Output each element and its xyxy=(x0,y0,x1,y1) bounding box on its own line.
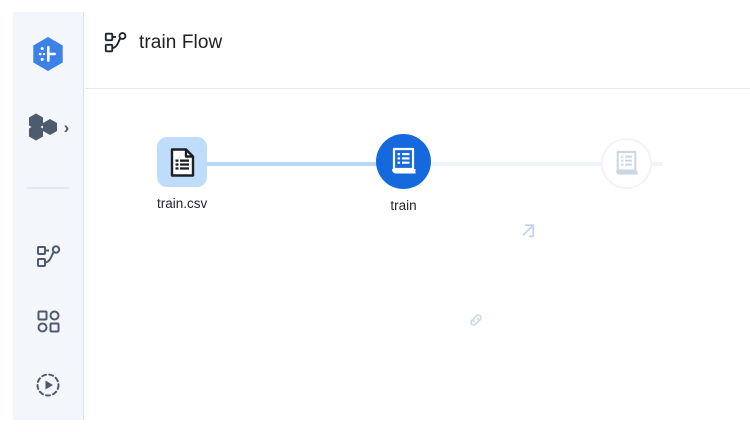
open-in-new-badge[interactable] xyxy=(519,222,537,240)
node-dataset-label: train.csv xyxy=(157,196,208,211)
runs-play-icon xyxy=(36,373,60,397)
edge-execution-to-output xyxy=(425,162,663,166)
dataset-document-icon xyxy=(170,147,194,177)
sidebar-item-runs[interactable] xyxy=(13,363,83,407)
node-output-shape[interactable] xyxy=(601,138,652,189)
link-chain-icon xyxy=(470,314,482,326)
page-title: train Flow xyxy=(139,31,223,53)
external-link-icon xyxy=(522,224,535,238)
sidebar-cluster-selector[interactable]: › xyxy=(13,104,83,150)
header-divider xyxy=(85,88,750,89)
execution-document-icon xyxy=(392,147,416,174)
node-dataset-shape[interactable] xyxy=(157,137,208,187)
flow-pipeline-icon xyxy=(104,32,127,53)
page-header: train Flow xyxy=(85,0,750,89)
chevron-right-icon: › xyxy=(63,117,70,137)
brand-hexagon-logo[interactable] xyxy=(28,34,68,74)
flow-pipeline-icon xyxy=(36,244,60,267)
node-output[interactable] xyxy=(601,138,652,198)
brand-hexagon-icon xyxy=(33,37,63,71)
lineage-link-badge[interactable] xyxy=(467,311,485,329)
components-grid-icon xyxy=(37,310,59,332)
node-execution[interactable]: train xyxy=(376,134,431,213)
node-execution-shape[interactable] xyxy=(376,134,431,189)
node-dataset[interactable]: train.csv xyxy=(157,137,207,211)
node-execution-label: train xyxy=(390,198,417,213)
sidebar-item-flows[interactable] xyxy=(13,234,83,278)
output-document-icon xyxy=(615,150,638,175)
cluster-hexagons-icon xyxy=(28,113,57,141)
sidebar-item-components[interactable] xyxy=(13,299,83,343)
edge-dataset-to-execution xyxy=(203,162,463,166)
flow-canvas[interactable]: train.csv train xyxy=(85,89,750,432)
header-content: train Flow xyxy=(103,30,222,55)
sidebar-divider xyxy=(27,187,69,189)
sidebar: › xyxy=(13,12,84,420)
